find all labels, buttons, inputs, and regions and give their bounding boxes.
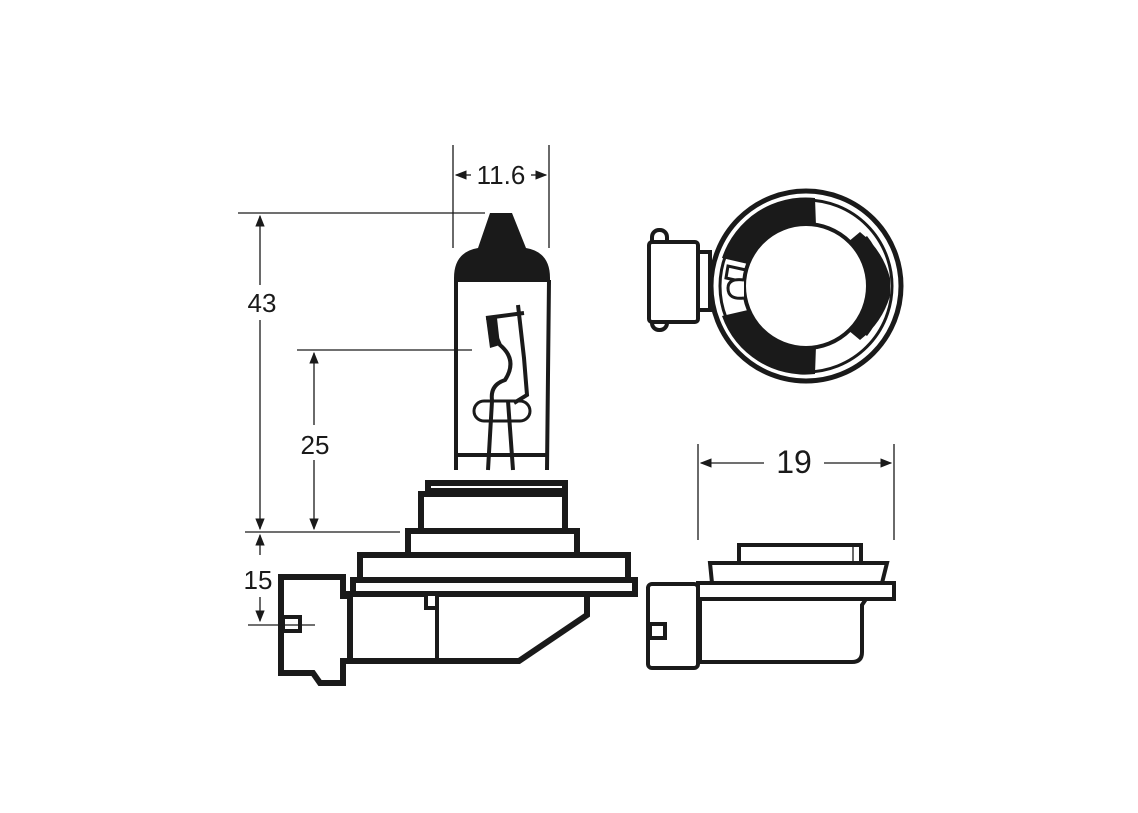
dim-label-19: 19 — [776, 444, 812, 480]
dim-label-25: 25 — [301, 430, 330, 460]
dimension-overall-height: 43 — [238, 212, 485, 531]
dim-label-15: 15 — [244, 565, 273, 595]
side-view — [278, 213, 638, 686]
dim-label-11-6: 11.6 — [477, 160, 526, 190]
glass-capsule — [454, 213, 551, 471]
front-base-view — [646, 543, 896, 670]
bulb-base — [278, 480, 638, 686]
dim-label-43: 43 — [248, 288, 277, 318]
dimension-base-width: 19 — [697, 444, 895, 540]
dimension-connector-offset: 15 — [244, 533, 315, 626]
top-view — [647, 188, 904, 384]
dimension-glass-width: 11.6 — [452, 145, 550, 248]
dimension-light-center: 25 — [297, 349, 472, 531]
